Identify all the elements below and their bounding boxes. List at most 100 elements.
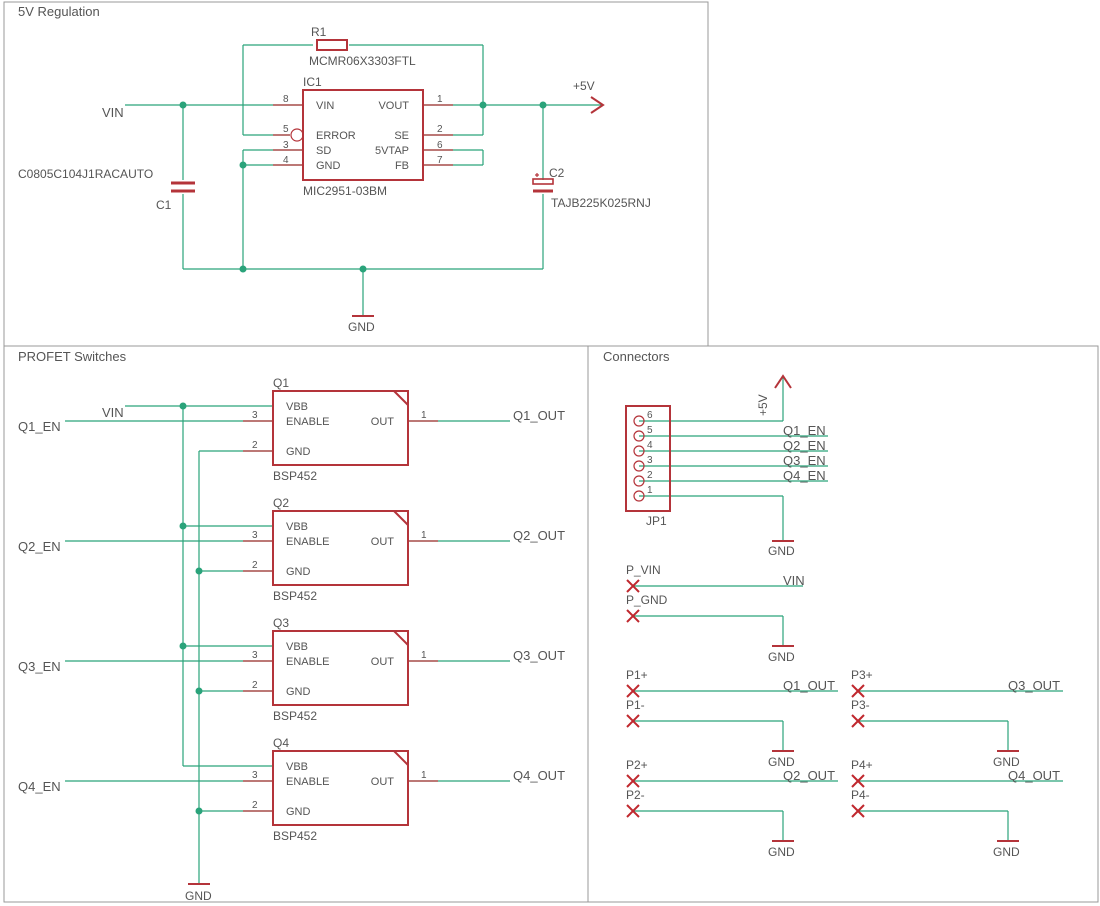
net-label-q4-out: Q4_OUT xyxy=(513,768,565,783)
sheet-title-switches: PROFET Switches xyxy=(18,349,127,364)
switch-q4-pin-number-1: 1 xyxy=(421,770,427,781)
switch-q2-pin-number-2: 2 xyxy=(252,560,258,571)
ground-label-p4: GND xyxy=(993,845,1020,859)
ic1-pin-5vtap: 5VTAP xyxy=(375,145,409,157)
ground-label: GND xyxy=(348,320,375,334)
c1-value: C0805C104J1RACAUTO xyxy=(18,167,153,181)
switch-q2 xyxy=(243,510,438,586)
pad-p-vin-icon xyxy=(626,579,640,593)
switch-q3-value: BSP452 xyxy=(273,709,317,723)
switch-q2-pin-out: OUT xyxy=(371,536,395,548)
ground-label-p2: GND xyxy=(768,845,795,859)
ic1-pin-vin: VIN xyxy=(316,100,334,112)
net-label-q3-en: Q3_EN xyxy=(18,659,61,674)
switch-q3-pin-out: OUT xyxy=(371,656,395,668)
ground-label-p1: GND xyxy=(768,755,795,769)
net-label-q1-out: Q1_OUT xyxy=(513,408,565,423)
pad-p-gnd-icon xyxy=(626,609,640,623)
net-label-pad-vin: VIN xyxy=(783,573,805,588)
switch-q4-pin-enable: ENABLE xyxy=(286,776,329,788)
ground-label-p-gnd: GND xyxy=(768,650,795,664)
switch-q3-ref: Q3 xyxy=(273,616,289,630)
switch-q1-pin-enable: ENABLE xyxy=(286,416,329,428)
pad-p1-minus-label: P1- xyxy=(626,698,645,712)
jp1-header xyxy=(625,405,671,512)
ic1-pin-gnd: GND xyxy=(316,160,341,172)
switch-q2-pin-vbb: VBB xyxy=(286,521,308,533)
net-label-q3-out: Q3_OUT xyxy=(513,648,565,663)
switch-q1-pin-number-3: 3 xyxy=(252,410,258,421)
switch-q4-pin-number-3: 3 xyxy=(252,770,258,781)
net-label-jp1-q4-en: Q4_EN xyxy=(783,468,826,483)
ic1-ref: IC1 xyxy=(303,75,322,89)
switch-q3-pin-number-2: 2 xyxy=(252,680,258,691)
pad-p4-minus-icon xyxy=(851,804,865,818)
switch-q3 xyxy=(243,630,438,706)
switches-junctions xyxy=(179,402,203,815)
net-label-jp1-q3-en: Q3_EN xyxy=(783,453,826,468)
jp1-pin-1: 1 xyxy=(647,485,653,496)
net-label-q1-en: Q1_EN xyxy=(18,419,61,434)
switch-q4-ref: Q4 xyxy=(273,736,289,750)
pad-p1-plus-icon xyxy=(626,684,640,698)
supply-5v-label-connectors: +5V xyxy=(756,394,770,416)
switch-q2-pin-number-3: 3 xyxy=(252,530,258,541)
net-label-pad-q4-out: Q4_OUT xyxy=(1008,768,1060,783)
switch-q4-pin-gnd: GND xyxy=(286,806,311,818)
sheet-title-regulation: 5V Regulation xyxy=(18,4,100,19)
pad-p3-minus-label: P3- xyxy=(851,698,870,712)
ground-label-switches: GND xyxy=(185,889,212,903)
c1-capacitor-symbol xyxy=(171,181,195,193)
net-label-pad-q2-out: Q2_OUT xyxy=(783,768,835,783)
ic1-pin-vout: VOUT xyxy=(378,100,409,112)
connectors-wires xyxy=(633,376,1063,841)
pad-p2-plus-label: P2+ xyxy=(626,758,648,772)
jp1-pin-2: 2 xyxy=(647,470,653,481)
connectors-frame xyxy=(587,345,1099,903)
switch-q2-pin-gnd: GND xyxy=(286,566,311,578)
switch-q3-pin-enable: ENABLE xyxy=(286,656,329,668)
pad-p4-plus-label: P4+ xyxy=(851,758,873,772)
ic1-pin-number-6: 6 xyxy=(437,140,443,151)
net-label-q2-out: Q2_OUT xyxy=(513,528,565,543)
switch-q2-pin-number-1: 1 xyxy=(421,530,427,541)
switch-q1-pin-gnd: GND xyxy=(286,446,311,458)
c2-value: TAJB225K025RNJ xyxy=(551,196,651,210)
switch-q1-pin-number-2: 2 xyxy=(252,440,258,451)
supply-5v-arrow-icon xyxy=(590,96,605,114)
pad-p3-plus-icon xyxy=(851,684,865,698)
switch-q3-pin-vbb: VBB xyxy=(286,641,308,653)
switch-q4-value: BSP452 xyxy=(273,829,317,843)
ic1-pin-number-4: 4 xyxy=(283,155,289,166)
switch-q2-pin-enable: ENABLE xyxy=(286,536,329,548)
ic1-pin-sd: SD xyxy=(316,145,331,157)
pad-p2-plus-icon xyxy=(626,774,640,788)
net-label-q2-en: Q2_EN xyxy=(18,539,61,554)
ground-label-p3: GND xyxy=(993,755,1020,769)
c2-ref: C2 xyxy=(549,166,565,180)
net-label-jp1-q1-en: Q1_EN xyxy=(783,423,826,438)
net-label-pad-q1-out: Q1_OUT xyxy=(783,678,835,693)
c1-ref: C1 xyxy=(156,198,172,212)
switch-q4-pin-number-2: 2 xyxy=(252,800,258,811)
c2-polarized-capacitor-symbol xyxy=(532,173,554,193)
pad-p2-minus-icon xyxy=(626,804,640,818)
ic1-pin-number-8: 8 xyxy=(283,94,289,105)
pad-p1-minus-icon xyxy=(626,714,640,728)
switches-frame xyxy=(3,345,589,903)
pad-p4-minus-label: P4- xyxy=(851,788,870,802)
switch-q4 xyxy=(243,750,438,826)
switch-q1-value: BSP452 xyxy=(273,469,317,483)
pad-p3-plus-label: P3+ xyxy=(851,668,873,682)
switch-q4-pin-vbb: VBB xyxy=(286,761,308,773)
switch-q3-pin-number-1: 1 xyxy=(421,650,427,661)
ic1-pin-error: ERROR xyxy=(316,130,356,142)
r1-ref: R1 xyxy=(311,25,327,39)
net-label-vin-switches: VIN xyxy=(102,405,124,420)
sheet-title-connectors: Connectors xyxy=(603,349,670,364)
net-label-jp1-q2-en: Q2_EN xyxy=(783,438,826,453)
switch-q2-value: BSP452 xyxy=(273,589,317,603)
ic1-regulator xyxy=(273,89,453,181)
ic1-pin-number-3: 3 xyxy=(283,140,289,151)
